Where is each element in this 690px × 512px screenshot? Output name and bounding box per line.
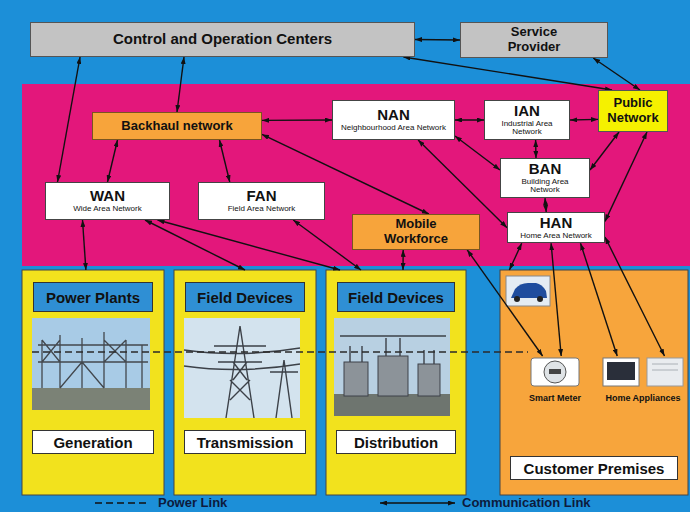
communication-link bbox=[605, 237, 665, 356]
box-title: Mobile Workforce bbox=[376, 217, 456, 247]
panel-heading: Power Plants bbox=[33, 282, 153, 312]
box-subtitle: Home Area Network bbox=[520, 232, 592, 241]
domain-panel: Power PlantsGeneration bbox=[22, 270, 164, 495]
device-label: Home Appliances bbox=[605, 394, 680, 404]
communication-link bbox=[455, 119, 484, 120]
transmission-photo bbox=[184, 318, 300, 418]
communication-link bbox=[535, 140, 537, 158]
panel-heading: Field Devices bbox=[337, 282, 455, 312]
power-link bbox=[32, 351, 528, 353]
network-band bbox=[22, 84, 690, 266]
communication-link bbox=[545, 198, 546, 212]
communication-link bbox=[455, 136, 500, 170]
communication-link bbox=[593, 58, 640, 90]
network-box: IANIndustrial Area Network bbox=[484, 100, 570, 140]
legend-text: Communication Link bbox=[462, 495, 591, 510]
box-title: NAN bbox=[377, 107, 410, 124]
domain-panel: Field DevicesTransmission bbox=[174, 270, 316, 495]
network-box: BANBuilding Area Network bbox=[500, 158, 590, 198]
domain-panel: Field DevicesDistribution bbox=[326, 270, 466, 495]
communication-link bbox=[83, 220, 86, 270]
car-icon bbox=[506, 276, 550, 306]
panel-footer: Customer Premises bbox=[510, 456, 678, 480]
generation-photo bbox=[32, 318, 150, 410]
communication-link bbox=[262, 119, 332, 121]
communication-link bbox=[293, 220, 361, 270]
legend-item: Communication Link bbox=[462, 495, 591, 510]
box-title: WAN bbox=[90, 188, 125, 205]
communication-link bbox=[402, 250, 404, 270]
network-box: FANField Area Network bbox=[198, 182, 325, 220]
communication-link bbox=[58, 57, 81, 182]
communication-link bbox=[551, 243, 561, 356]
communication-link bbox=[220, 140, 230, 182]
panel-heading: Field Devices bbox=[185, 282, 305, 312]
appliance-icon bbox=[603, 358, 639, 386]
network-box: HANHome Area Network bbox=[507, 212, 605, 243]
legend-dash-sample bbox=[95, 502, 150, 504]
communication-link bbox=[145, 220, 245, 270]
box-title: IAN bbox=[514, 103, 540, 120]
panel-fill bbox=[174, 270, 316, 495]
box-title: FAN bbox=[247, 188, 277, 205]
legend-item: Power Link bbox=[158, 495, 227, 510]
legend-text: Power Link bbox=[158, 495, 227, 510]
communication-link bbox=[177, 57, 184, 112]
communication-link bbox=[590, 132, 619, 170]
communication-link bbox=[403, 57, 612, 90]
panel-fill bbox=[22, 270, 164, 495]
box-title: HAN bbox=[540, 215, 573, 232]
communication-link bbox=[415, 39, 460, 41]
appliance-icon bbox=[647, 358, 683, 386]
panel-footer: Transmission bbox=[184, 430, 306, 454]
smart-meter-icon bbox=[531, 358, 579, 386]
network-box: NANNeighbourhood Area Network bbox=[332, 100, 455, 140]
communication-link bbox=[605, 132, 647, 221]
network-box: Backhaul network bbox=[92, 112, 262, 140]
device-node: Smart Meter bbox=[524, 356, 586, 404]
box-title: Control and Operation Centers bbox=[113, 31, 332, 48]
communication-link bbox=[467, 250, 542, 356]
panel-fill bbox=[326, 270, 466, 495]
box-subtitle: Industrial Area Network bbox=[490, 120, 564, 138]
box-subtitle: Building Area Network bbox=[506, 178, 584, 196]
box-title: Backhaul network bbox=[121, 119, 232, 134]
box-title: Public Network bbox=[604, 96, 662, 126]
network-box: Public Network bbox=[598, 90, 668, 132]
network-box: Mobile Workforce bbox=[352, 214, 480, 250]
panel-fill bbox=[500, 270, 688, 495]
device-node: Home Appliances bbox=[600, 356, 686, 404]
device-label: Smart Meter bbox=[529, 394, 581, 404]
network-box: WANWide Area Network bbox=[45, 182, 170, 220]
box-subtitle: Neighbourhood Area Network bbox=[341, 124, 446, 133]
box-title: BAN bbox=[529, 161, 562, 178]
center-box: Control and Operation Centers bbox=[30, 22, 415, 57]
distribution-photo bbox=[334, 318, 450, 416]
domain-panel: Customer Premises Smart Meter Home Applian… bbox=[500, 270, 688, 495]
center-box: Service Provider bbox=[460, 22, 608, 58]
communication-link bbox=[108, 140, 118, 182]
box-subtitle: Wide Area Network bbox=[73, 205, 141, 214]
box-title: Service Provider bbox=[494, 25, 574, 55]
communication-link bbox=[570, 119, 598, 121]
communication-link bbox=[509, 243, 521, 270]
box-subtitle: Field Area Network bbox=[228, 205, 296, 214]
legend-arrow-sample bbox=[380, 502, 455, 503]
communication-link bbox=[581, 243, 618, 356]
panel-footer: Generation bbox=[32, 430, 154, 454]
communication-link bbox=[158, 220, 341, 270]
panel-footer: Distribution bbox=[336, 430, 456, 454]
